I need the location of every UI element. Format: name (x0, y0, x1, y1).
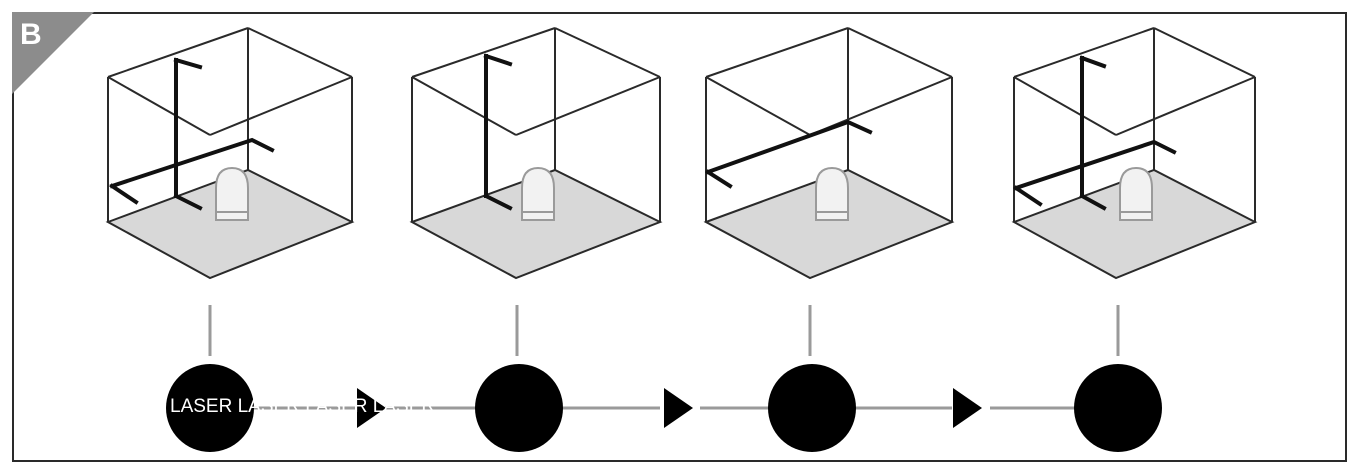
room-2-laser-lines (483, 53, 513, 211)
step-label-4: LASER (372, 396, 436, 417)
room-2 (409, 27, 663, 280)
panel-corner-tab (12, 12, 94, 94)
room-1-laser-lines (109, 57, 275, 211)
step-label-3: LASER (305, 396, 368, 417)
room-3-laser-lines (705, 119, 873, 189)
room-4-laser-device (1119, 166, 1153, 221)
room-2-laser-device (521, 166, 555, 221)
arrow-3 (953, 388, 982, 428)
room-1-walls (107, 27, 353, 222)
arrow-2 (664, 388, 693, 428)
step-label-2: LASER (237, 396, 300, 417)
room-3 (703, 27, 955, 280)
node-4 (1074, 364, 1162, 452)
room-2-walls (411, 27, 661, 222)
step-label-1: LASER (170, 396, 233, 417)
stem-lines (208, 305, 1120, 356)
room-3-laser-device (815, 166, 849, 221)
sequence-arrows (357, 388, 982, 428)
room-4 (1011, 27, 1258, 280)
step-nodes (166, 364, 1162, 452)
room-4-laser-lines (1013, 55, 1177, 211)
step-label-overlay: LASER LASER LASER LASER (170, 396, 435, 418)
room-1 (105, 27, 355, 280)
room-4-walls (1013, 27, 1256, 222)
panel-label: B (20, 18, 42, 51)
arrow-1 (357, 388, 386, 428)
node-3 (768, 364, 856, 452)
room-3-walls (705, 27, 953, 222)
room-1-laser-device (215, 166, 249, 221)
node-1 (166, 364, 254, 452)
node-2 (475, 364, 563, 452)
